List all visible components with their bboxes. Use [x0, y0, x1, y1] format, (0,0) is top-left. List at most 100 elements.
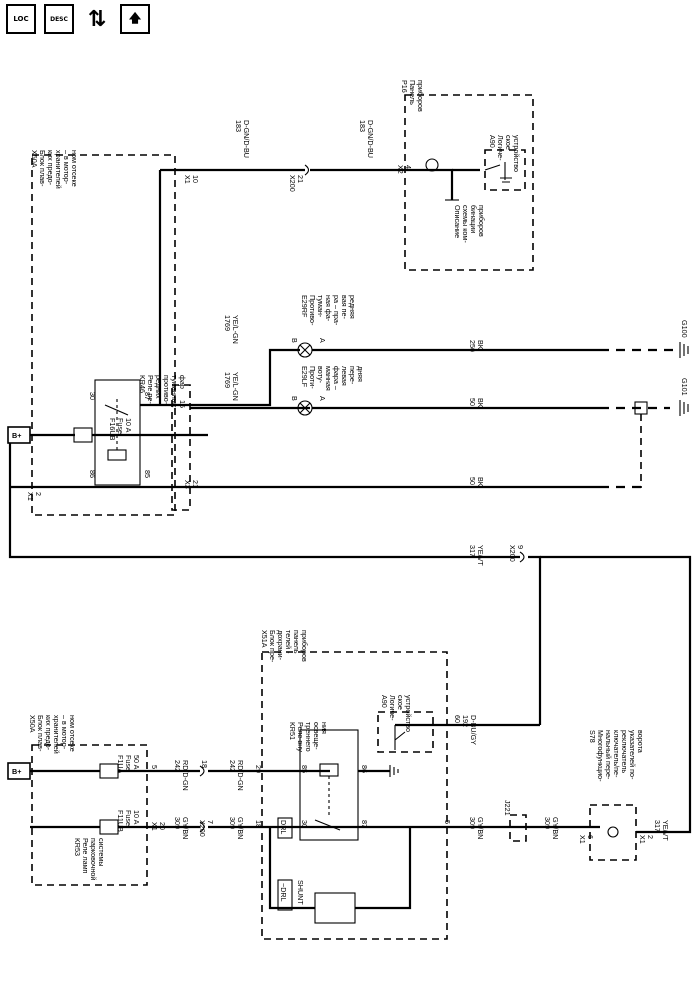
s78-label-text: S78Многофункцио-нальный пере-ключатель/п…: [588, 730, 645, 782]
a90-bot-label: A90Логиче-скоеустройство: [380, 695, 413, 732]
pin-b-rf: B: [290, 338, 299, 343]
drl-text: DRL: [279, 820, 288, 834]
j221-label-text: J221: [503, 800, 512, 816]
s78-switch-box: [589, 804, 637, 861]
combo-label-text: Описаниесхемы ком-бинацииприборов: [453, 205, 486, 243]
wire-192-text: 60192D-BU/GY: [453, 715, 478, 745]
x2-4-label: X24: [396, 165, 413, 174]
kr46-label-text: KR46Реле пе-реднихпротиво-туманныхфар: [138, 375, 187, 408]
x200-9-label-text: X2009: [508, 545, 525, 562]
x1-6-label-text: X16: [578, 835, 595, 844]
pin-a-rf: A: [318, 338, 327, 343]
wire-309-b-text: 309GY/BN: [228, 817, 245, 839]
x200-7-label: X2007: [198, 820, 215, 837]
combo-label: Описаниесхемы ком-бинацииприборов: [453, 205, 486, 243]
x200-18: 18: [200, 760, 209, 768]
kr51-label-text: KR51Реле вну-треннегоосвеще-ния: [288, 722, 329, 755]
x1-6-label: X16: [578, 835, 595, 844]
x1-10-label-text: X110: [183, 175, 200, 184]
a90-top-label-text: A90Логиче-скоеустройство: [488, 135, 521, 172]
wire-309-a-text: 309GY/BN: [173, 817, 190, 839]
x51a-label-text: X51AБлок пре-дохрани-телей -панельприбор…: [260, 630, 309, 663]
x50a-top-label-text: X50AБлок плав-ких предо-хранителей– в мо…: [30, 150, 79, 189]
wire-183-b-text: 183D-GN/D-BU: [358, 120, 375, 158]
s78-lamp-icon: [607, 826, 619, 838]
drl-box: [277, 817, 293, 839]
x3-21-label-text: X321: [183, 480, 200, 489]
x51a-block: [261, 651, 448, 940]
e29rf-label: E29RFПротиво-туман-ная фа-ра – пра-вая п…: [300, 295, 357, 326]
x200-21-label: X20021: [288, 175, 305, 192]
a90-bot-box: [377, 711, 434, 753]
f16ub-label: F16UBFuse10 A: [108, 418, 133, 441]
s78-label: S78Многофункцио-нальный пере-ключатель/п…: [588, 730, 645, 782]
wire-317-a: 317YE/VT: [468, 545, 485, 566]
wire-309-a: 309GY/BN: [173, 817, 190, 839]
x3-21-label: X321: [183, 480, 200, 489]
pin-86-bot: 86: [360, 765, 369, 773]
pin-20-label-text: X120: [150, 822, 167, 831]
wire-309-b: 309GY/BN: [228, 817, 245, 839]
kr46-relay-box: [94, 379, 141, 486]
f11ub-fuse: [99, 819, 119, 835]
kr46-coil: [107, 449, 127, 461]
pin-30-bot: 30: [300, 820, 309, 828]
x1-2-label-text: X12: [26, 492, 43, 501]
wire-183-b: 183D-GN/D-BU: [358, 120, 375, 158]
x1-10-label: X110: [183, 175, 200, 184]
x1-2b-label-text: X12: [638, 835, 655, 844]
f11ub-label-text: F11UBFuse10 A: [116, 810, 141, 832]
x51a-label: X51AБлок пре-дохрани-телей -панельприбор…: [260, 630, 309, 663]
pin-5-right: 5: [443, 820, 452, 824]
x50a-top-block: [31, 154, 176, 516]
desc-icon[interactable]: DESC: [44, 4, 74, 34]
wire-317-a-text: 317YE/VT: [468, 545, 485, 566]
x50a-bot-label-text: X50AБлок плав-ких предо-хранителей– в мо…: [28, 715, 77, 754]
tools-icon[interactable]: ⇅: [82, 4, 112, 34]
loc-icon[interactable]: LOC: [6, 4, 36, 34]
bplus-top-text: B+: [12, 431, 21, 440]
f16ub-label-text: F16UBFuse10 A: [108, 418, 133, 441]
bplus-bot-text: B+: [12, 767, 21, 776]
wire-1769-b: 1769YE/L-GN: [223, 372, 240, 401]
pin-86-top: 86: [88, 470, 97, 478]
p16-label: P16Панельприборов: [400, 80, 425, 112]
f1ua-label: F1UAFuse50 A: [116, 755, 141, 774]
x50a-top-label: X50AБлок плав-ких предо-хранителей– в мо…: [30, 150, 79, 189]
x1-2b-label: X12: [638, 835, 655, 844]
pin-87-top: 87: [143, 392, 152, 400]
x50a-bot-label: X50AБлок плав-ких предо-хранителей– в мо…: [28, 715, 77, 754]
x1-2-label: X12: [26, 492, 43, 501]
wire-50-a-text: 50BK: [468, 398, 485, 408]
pin-85-top: 85: [143, 470, 152, 478]
pin-5-label-text: 5: [150, 765, 159, 769]
wire-192: 60192D-BU/GY: [453, 715, 478, 745]
kr51-label: KR51Реле вну-треннегоосвеще-ния: [288, 722, 329, 755]
wire-242-b-text: 242RD/D-GN: [228, 760, 245, 791]
kr46-switch: [104, 404, 129, 416]
f1ua-label-text: F1UAFuse50 A: [116, 755, 141, 774]
pin-85-bot: 85: [300, 765, 309, 773]
j221-connector: [509, 814, 527, 842]
drl-neg-box: [277, 879, 293, 911]
wire-250: 250BK: [468, 340, 485, 352]
up-arrow-icon[interactable]: 🡅: [120, 4, 150, 34]
pin-30-top: 30: [88, 392, 97, 400]
pin-29: 29: [254, 765, 263, 773]
wire-317-b-text: 317YE/VT: [653, 820, 670, 841]
wire-309-c: 309GY/BN: [468, 817, 485, 839]
kr46-label: KR46Реле пе-реднихпротиво-туманныхфар: [138, 375, 187, 408]
wire-242-a-text: 242RD/D-GN: [173, 760, 190, 791]
wire-50-b: 50BK: [468, 477, 485, 487]
wire-242-b: 242RD/D-GN: [228, 760, 245, 791]
g100-label: G100: [680, 320, 689, 338]
x50a-bot-block: [31, 744, 148, 886]
e29lf-label: E29LFПроти-воту-маннаяфара –леваяпере-дн…: [300, 366, 365, 391]
a90-top-box: [484, 149, 526, 191]
a90-bot-label-text: A90Логиче-скоеустройство: [380, 695, 413, 732]
wire-250-text: 250BK: [468, 340, 485, 352]
f16ub-fuse: [73, 427, 93, 443]
pin-a-lf: A: [318, 396, 327, 401]
wire-242-a: 242RD/D-GN: [173, 760, 190, 791]
